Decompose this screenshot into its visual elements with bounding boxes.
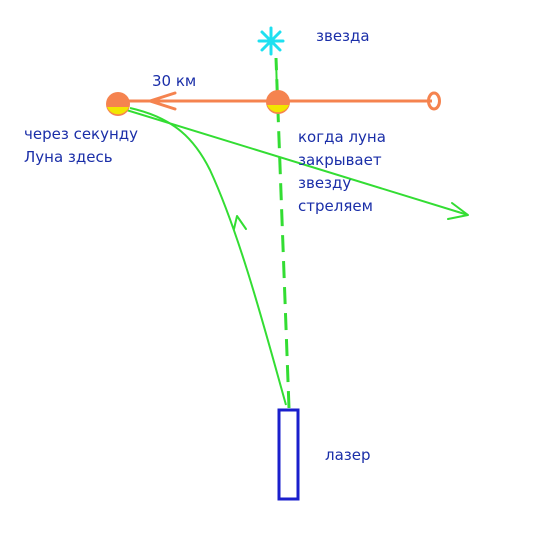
shoot-caption-line-1: когда луна (298, 128, 386, 146)
moon-future-caption-line-1: через секунду (24, 125, 139, 143)
shoot-caption-line-2: закрывает (298, 151, 382, 169)
laser-device (277, 408, 300, 501)
star-icon (257, 26, 285, 56)
reflected-beam-arrow-head (447, 202, 469, 220)
moon-future-caption: через секунду Луна здесь (24, 123, 138, 169)
moon-future-caption-line-2: Луна здесь (24, 148, 113, 166)
curved-beam (129, 107, 287, 406)
laser-label: лазер (325, 446, 371, 464)
moon-future-icon (106, 92, 130, 116)
reflected-beam-line (119, 107, 469, 216)
moon-icon (266, 90, 290, 114)
laser-beam-top (275, 57, 278, 94)
distance-label: 30 км (152, 72, 197, 90)
star-label: звезда (316, 27, 370, 45)
shoot-caption-line-4: стреляем (298, 197, 373, 215)
shoot-caption-line-3: звезду (298, 174, 352, 192)
laser-beam-dashed (274, 57, 291, 409)
curved-beam-arrow-head (233, 215, 247, 230)
shoot-instruction-caption: когда луна закрывает звезду стреляем (298, 126, 386, 218)
orbit-start-marker (427, 91, 441, 111)
orbit-arrow-head (148, 91, 177, 111)
